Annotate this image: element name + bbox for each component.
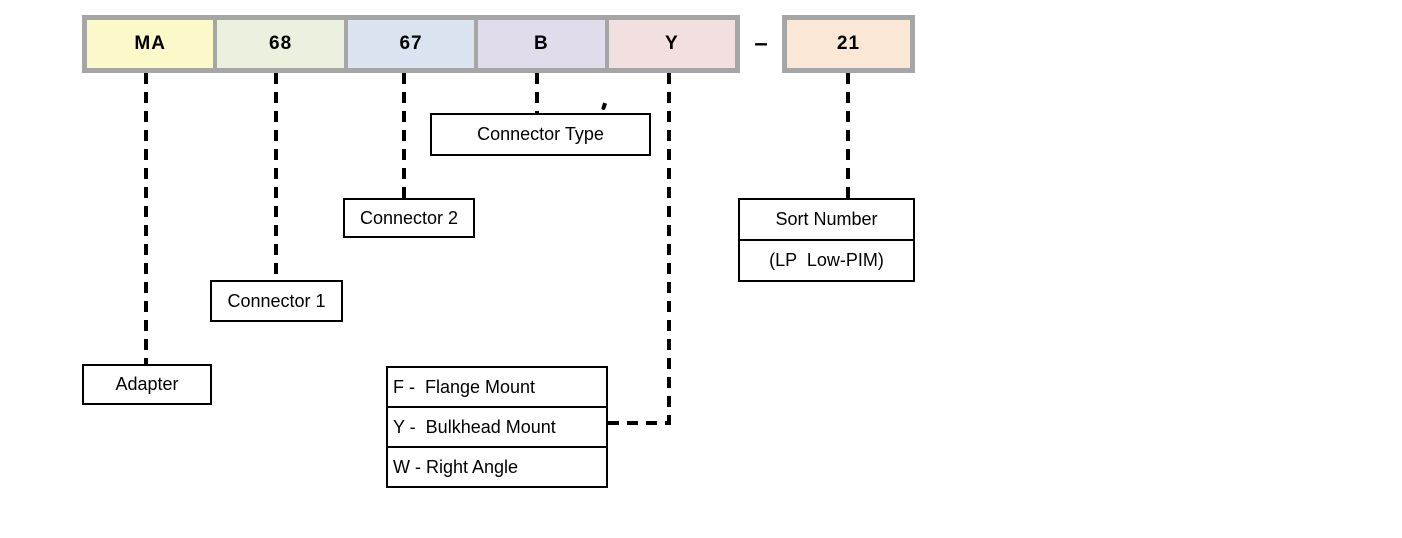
low-pim-note: (LP Low-PIM) (769, 250, 884, 270)
callout-connector-type: Connector Type (430, 113, 651, 156)
segment-connector2-code: 67 (343, 20, 475, 68)
segment-connector-type-code: B (474, 20, 605, 68)
mount-option-bulkhead: Y - Bulkhead Mount (388, 408, 606, 448)
callout-adapter: Adapter (82, 364, 212, 405)
callout-sort-number: Sort Number (LP Low-PIM) (738, 198, 915, 282)
mount-option-flange: F - Flange Mount (388, 368, 606, 408)
callout-connector-2: Connector 2 (343, 198, 475, 238)
callout-connector-1: Connector 1 (210, 280, 343, 322)
sort-number-title: Sort Number (740, 200, 913, 241)
stray-tick-mark (601, 102, 607, 111)
mount-option-right-angle: W - Right Angle (393, 456, 519, 477)
segment-adapter-code: MA (87, 20, 214, 68)
leader-line-mount-vertical (667, 73, 671, 423)
connector-1-label: Connector 1 (227, 290, 326, 311)
leader-line-sort-number (846, 73, 850, 198)
leader-line-connector-type (535, 73, 539, 113)
segment-connector1-code: 68 (213, 20, 344, 68)
adapter-label: Adapter (115, 374, 179, 394)
callout-mount-options: F - Flange Mount Y - Bulkhead Mount W - … (386, 366, 608, 488)
part-number-row: MA 68 67 B Y (82, 15, 740, 73)
segment-mount-code: Y (604, 20, 736, 68)
leader-line-adapter (144, 73, 148, 364)
leader-line-connector1 (274, 73, 278, 280)
separator-dash: – (754, 30, 768, 57)
leader-line-connector2 (402, 73, 406, 198)
connector-2-label: Connector 2 (359, 207, 459, 228)
connector-type-label: Connector Type (477, 124, 604, 144)
leader-line-mount-horizontal (608, 421, 671, 425)
segment-sort-number-code: 21 (782, 15, 915, 73)
